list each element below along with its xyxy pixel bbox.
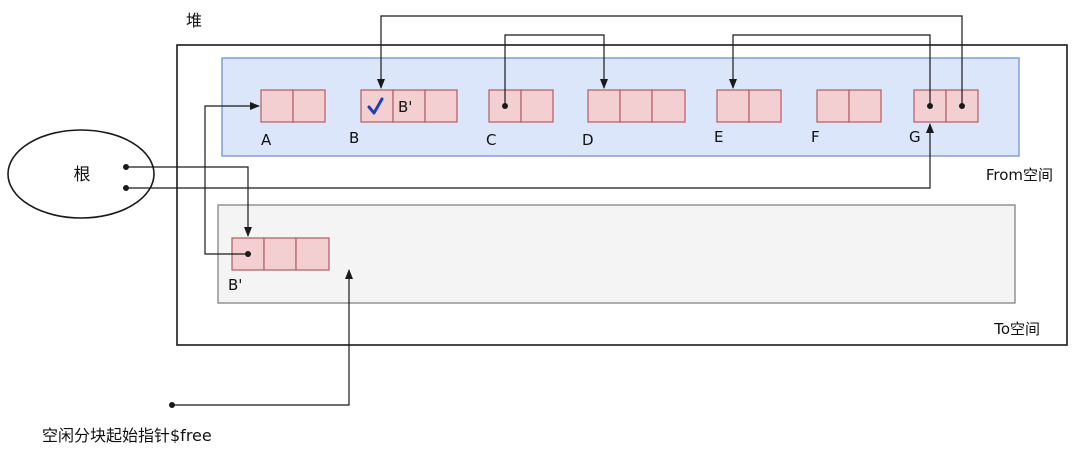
object-b-copy-cell <box>295 237 330 271</box>
g-to-b-arrow <box>377 15 963 106</box>
object-b-cell <box>424 89 458 123</box>
free-pointer-label: 空闲分块起始指针$free <box>42 426 212 445</box>
object-f-cell <box>816 89 850 123</box>
object-d-cell <box>651 89 686 123</box>
object-b-copy-label: B' <box>228 276 242 294</box>
object-f-cell <box>848 89 882 123</box>
root-to-b-copy-arrow <box>126 166 252 237</box>
object-d-cell <box>619 89 653 123</box>
object-b-copy-cell <box>263 237 297 271</box>
object-e-label: E <box>714 128 723 146</box>
to-space-label: To空间 <box>993 320 1040 338</box>
object-b-forward-label: B' <box>398 98 412 116</box>
object-d-cell <box>587 89 621 123</box>
object-a-cell <box>292 89 326 123</box>
object-e-cell <box>716 89 750 123</box>
to-space-area <box>217 204 1016 304</box>
object-g <box>913 89 979 123</box>
b-copy-to-a-arrow <box>204 102 260 255</box>
free-pointer-arrow <box>172 269 353 406</box>
heap-box <box>176 44 1068 346</box>
object-d-label: D <box>582 131 594 149</box>
from-space-area <box>221 57 1020 157</box>
from-space-label: From空间 <box>986 166 1053 184</box>
object-e <box>716 89 782 123</box>
heap-label: 堆 <box>186 11 202 30</box>
object-a-label: A <box>261 131 272 149</box>
c-to-d-arrow <box>504 34 608 106</box>
object-a <box>260 89 326 123</box>
root-label: 根 <box>74 165 91 185</box>
object-e-cell <box>748 89 782 123</box>
root-ellipse <box>7 129 155 219</box>
object-f <box>816 89 882 123</box>
object-c-cell <box>520 89 554 123</box>
object-d <box>587 89 686 123</box>
object-f-label: F <box>811 128 820 146</box>
object-a-cell <box>260 89 294 123</box>
object-g-label: G <box>909 128 921 146</box>
object-b-label: B <box>349 129 359 147</box>
g-to-e-arrow <box>729 34 931 106</box>
object-c-label: C <box>486 131 496 149</box>
object-c <box>488 89 554 123</box>
forwarded-check-icon <box>367 97 384 115</box>
root-to-g-arrow <box>126 123 934 189</box>
